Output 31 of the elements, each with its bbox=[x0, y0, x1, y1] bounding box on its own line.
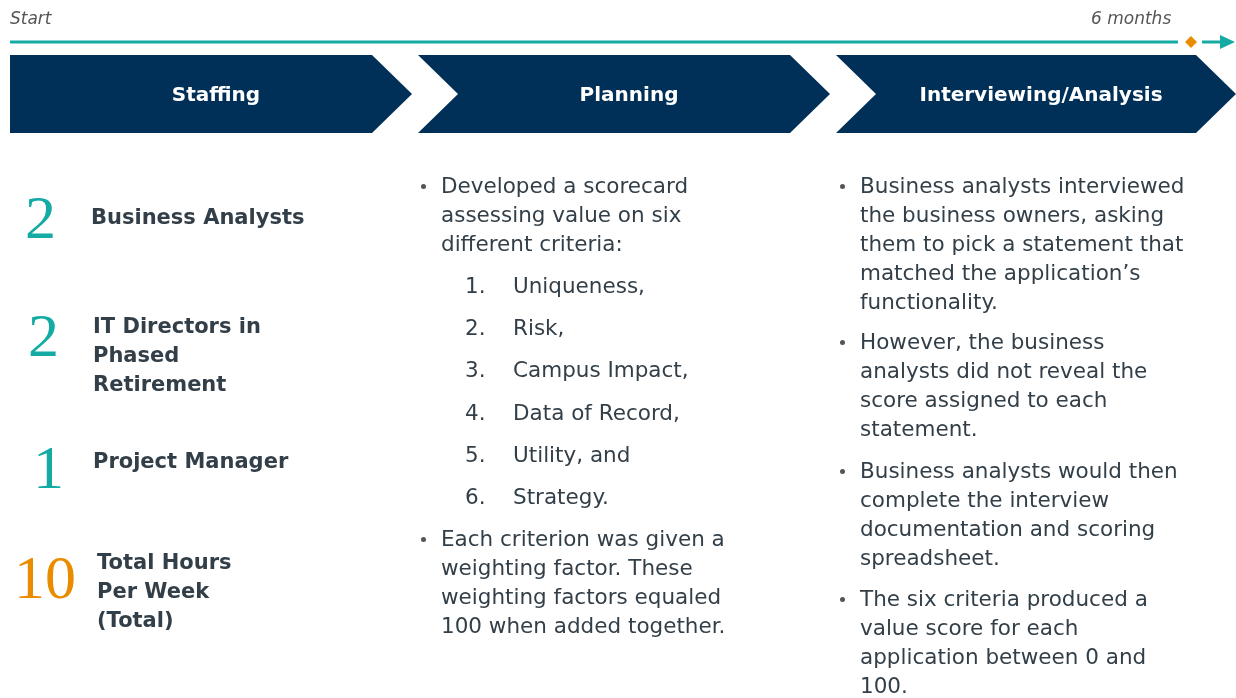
list-item: Utility, and bbox=[513, 440, 631, 469]
bullet-text: However, the business analysts did not reveal the score assigned to each statement. bbox=[860, 328, 1149, 443]
hours-description: Total Hours Per Week (Total) bbox=[97, 549, 233, 634]
timeline-start-label: Start bbox=[10, 8, 52, 28]
staff-role: Business Analysts bbox=[91, 204, 305, 231]
list-number: 5. bbox=[465, 440, 486, 469]
list-item: Strategy. bbox=[513, 483, 609, 511]
list-number: 6. bbox=[465, 483, 486, 511]
staff-role: Project Manager bbox=[93, 448, 289, 475]
list-number: 4. bbox=[465, 398, 486, 427]
list-number: 3. bbox=[465, 356, 486, 385]
list-item: Uniqueness, bbox=[513, 272, 645, 300]
phase-title: Staffing bbox=[170, 82, 261, 106]
bullet-text: The six criteria produced a value score for each application between 0 and 100. bbox=[860, 585, 1149, 698]
bullet-text: Developed a scorecard assessing value on six different criteria: bbox=[441, 172, 690, 258]
list-item: Data of Record, bbox=[513, 398, 680, 427]
bullet-text: Each criterion was given a weighting factor. These weighting factors equaled 100 when added together. bbox=[441, 525, 727, 640]
list-item: Risk, bbox=[513, 314, 565, 343]
staff-count: 2 bbox=[25, 186, 56, 248]
list-number: 2. bbox=[465, 314, 486, 343]
phase-title: Interviewing/Analysis bbox=[918, 82, 1163, 106]
staff-count: 2 bbox=[28, 304, 59, 366]
staff-count: 1 bbox=[33, 436, 64, 498]
list-number: 1. bbox=[465, 272, 486, 300]
bullet-text: Business analysts would then complete the interview documentation and scoring spreadsheet. bbox=[860, 457, 1179, 572]
phase-title: Planning bbox=[578, 82, 679, 106]
list-item: Campus Impact, bbox=[513, 356, 689, 385]
staff-role: IT Directors in Phased Retirement bbox=[93, 313, 262, 398]
hours-count: 10 bbox=[14, 546, 76, 608]
bullet-text: Business analysts interviewed the business owners, asking them to pick a statement that matched the application’s functionality. bbox=[860, 172, 1186, 316]
timeline-end-label: 6 months bbox=[1091, 8, 1172, 28]
